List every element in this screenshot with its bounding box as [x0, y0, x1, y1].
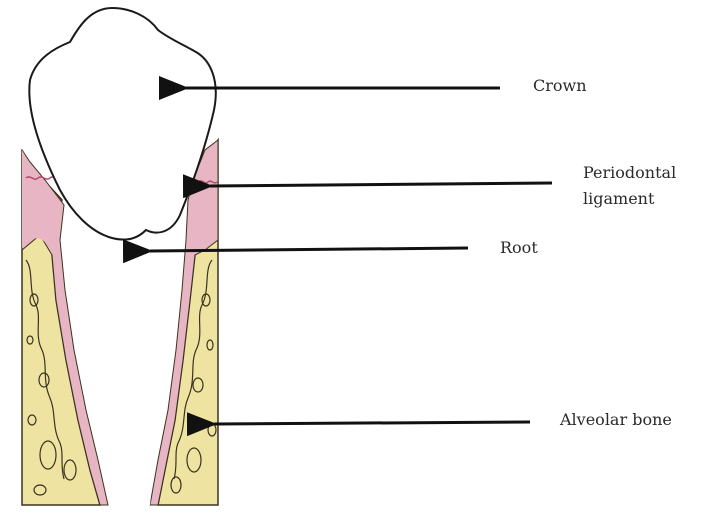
periodontal-label-line2: ligament: [583, 189, 654, 209]
crown-label: Crown: [533, 76, 587, 96]
alveolar-bone-label: Alveolar bone: [560, 410, 672, 430]
root-label: Root: [500, 238, 538, 258]
periodontal-ligament-arrow: [210, 183, 552, 186]
periodontal-label-line1: Periodontal: [583, 163, 676, 183]
alveolar-bone-arrow: [214, 422, 530, 424]
